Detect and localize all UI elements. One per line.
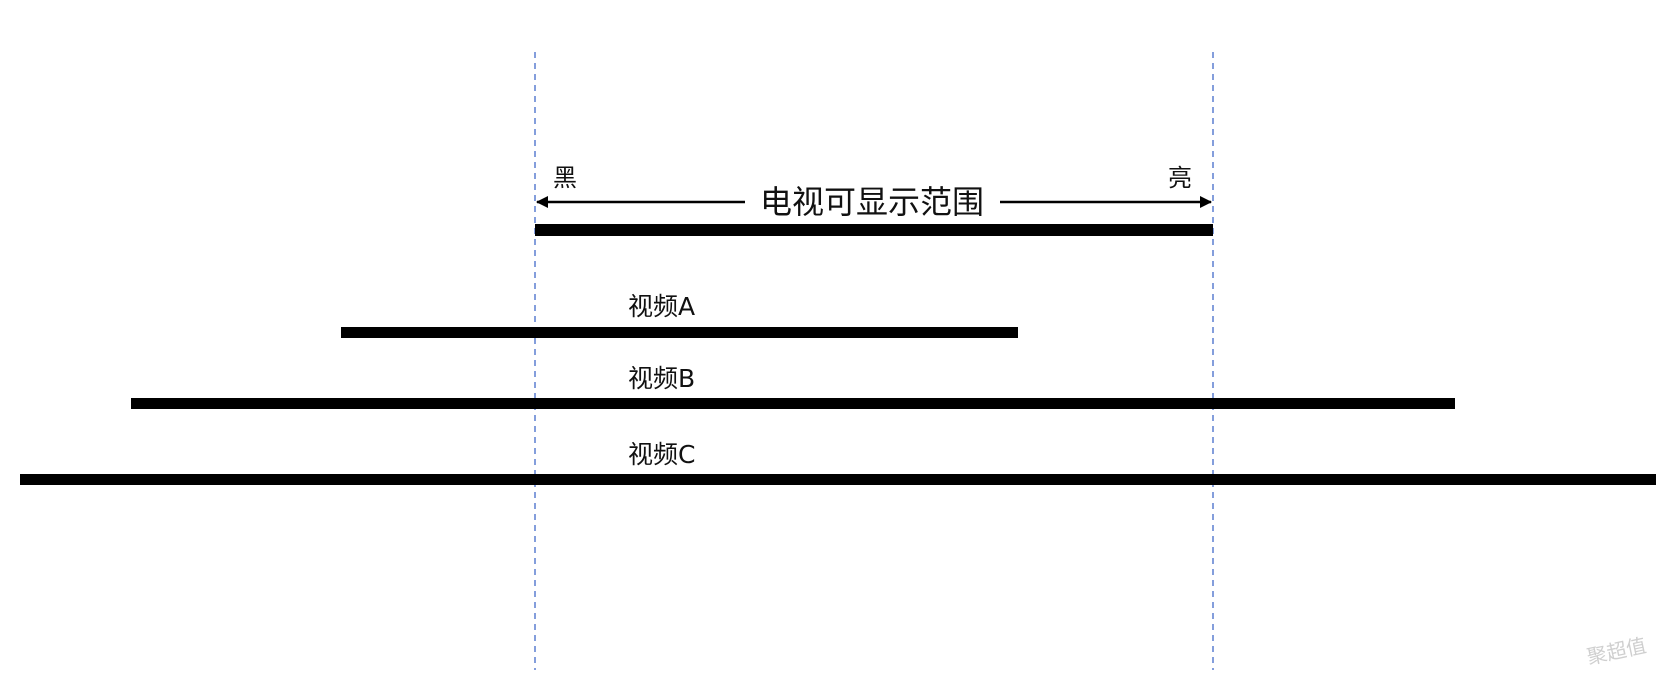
video-c-label: 视频C (628, 440, 695, 469)
tv-range-bar (535, 224, 1213, 236)
dark-label: 黑 (553, 164, 577, 192)
video-a-bar (341, 327, 1018, 338)
watermark-text: 聚超值 (1585, 633, 1649, 669)
video-a-label: 视频A (628, 292, 695, 321)
video-c-bar (20, 474, 1656, 485)
video-b-bar (131, 398, 1455, 409)
watermark-logo: 聚超值 (1585, 633, 1649, 669)
bright-label: 亮 (1168, 164, 1192, 192)
video-b-label: 视频B (628, 364, 695, 393)
range-title: 电视可显示范围 (760, 183, 984, 221)
